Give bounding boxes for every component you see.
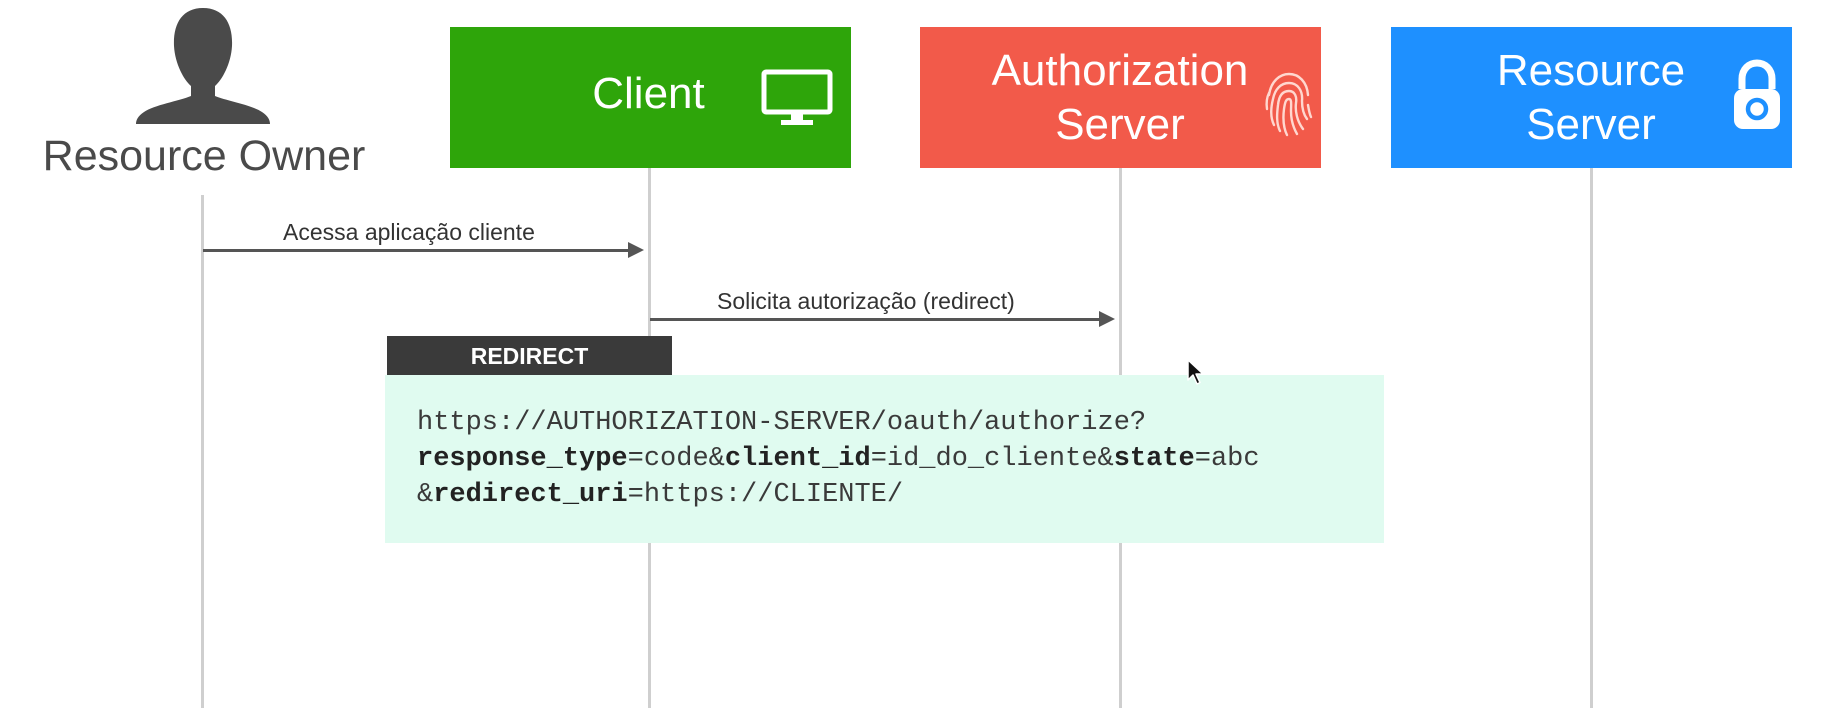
authorization-server-label-line1: Authorization bbox=[991, 46, 1249, 95]
client-actor: Client bbox=[450, 27, 851, 168]
param-value: =id_do_cliente& bbox=[870, 444, 1114, 474]
message-label: Acessa aplicação cliente bbox=[283, 219, 535, 245]
param-name: redirect_uri bbox=[433, 480, 628, 510]
message-arrow bbox=[650, 311, 1115, 327]
person-silhouette-icon bbox=[136, 8, 270, 124]
message-arrow bbox=[203, 242, 644, 258]
param-name: client_id bbox=[724, 444, 871, 474]
redirect-url-box: https://AUTHORIZATION-SERVER/oauth/autho… bbox=[385, 375, 1384, 543]
monitor-icon bbox=[761, 69, 833, 125]
mouse-cursor-icon bbox=[1187, 359, 1204, 385]
fingerprint-icon bbox=[1265, 72, 1313, 137]
resource-server-lifeline bbox=[1590, 168, 1593, 708]
resource-server-actor: Resource Server bbox=[1391, 27, 1792, 168]
redirect-url-line: response_type=code&client_id=id_do_clien… bbox=[417, 441, 1384, 477]
resource-server-label-line1: Resource bbox=[1496, 46, 1686, 95]
redirect-tab: REDIRECT bbox=[387, 336, 672, 376]
resource-owner-label: Resource Owner bbox=[42, 132, 366, 180]
param-separator: & bbox=[417, 480, 434, 510]
client-label: Client bbox=[592, 69, 705, 118]
redirect-url-base: https://AUTHORIZATION-SERVER/oauth/autho… bbox=[417, 408, 1147, 438]
resource-owner-lifeline bbox=[201, 195, 204, 708]
resource-server-label-line2: Server bbox=[1526, 100, 1656, 149]
param-value: =abc bbox=[1194, 444, 1260, 474]
param-value: =code& bbox=[627, 444, 725, 474]
resource-server-label: Resource Server bbox=[1391, 44, 1791, 152]
redirect-url-line: &redirect_uri=https://CLIENTE/ bbox=[417, 477, 1384, 513]
param-value: =https://CLIENTE/ bbox=[627, 480, 904, 510]
param-name: response_type bbox=[417, 444, 628, 474]
message-label: Solicita autorização (redirect) bbox=[717, 288, 1015, 314]
authorization-server-label-line2: Server bbox=[1055, 100, 1185, 149]
redirect-url-line: https://AUTHORIZATION-SERVER/oauth/autho… bbox=[417, 405, 1384, 441]
padlock-icon bbox=[1734, 59, 1780, 129]
param-name: state bbox=[1113, 444, 1195, 474]
authorization-server-label: Authorization Server bbox=[920, 44, 1320, 152]
authorization-server-actor: Authorization Server bbox=[920, 27, 1321, 168]
